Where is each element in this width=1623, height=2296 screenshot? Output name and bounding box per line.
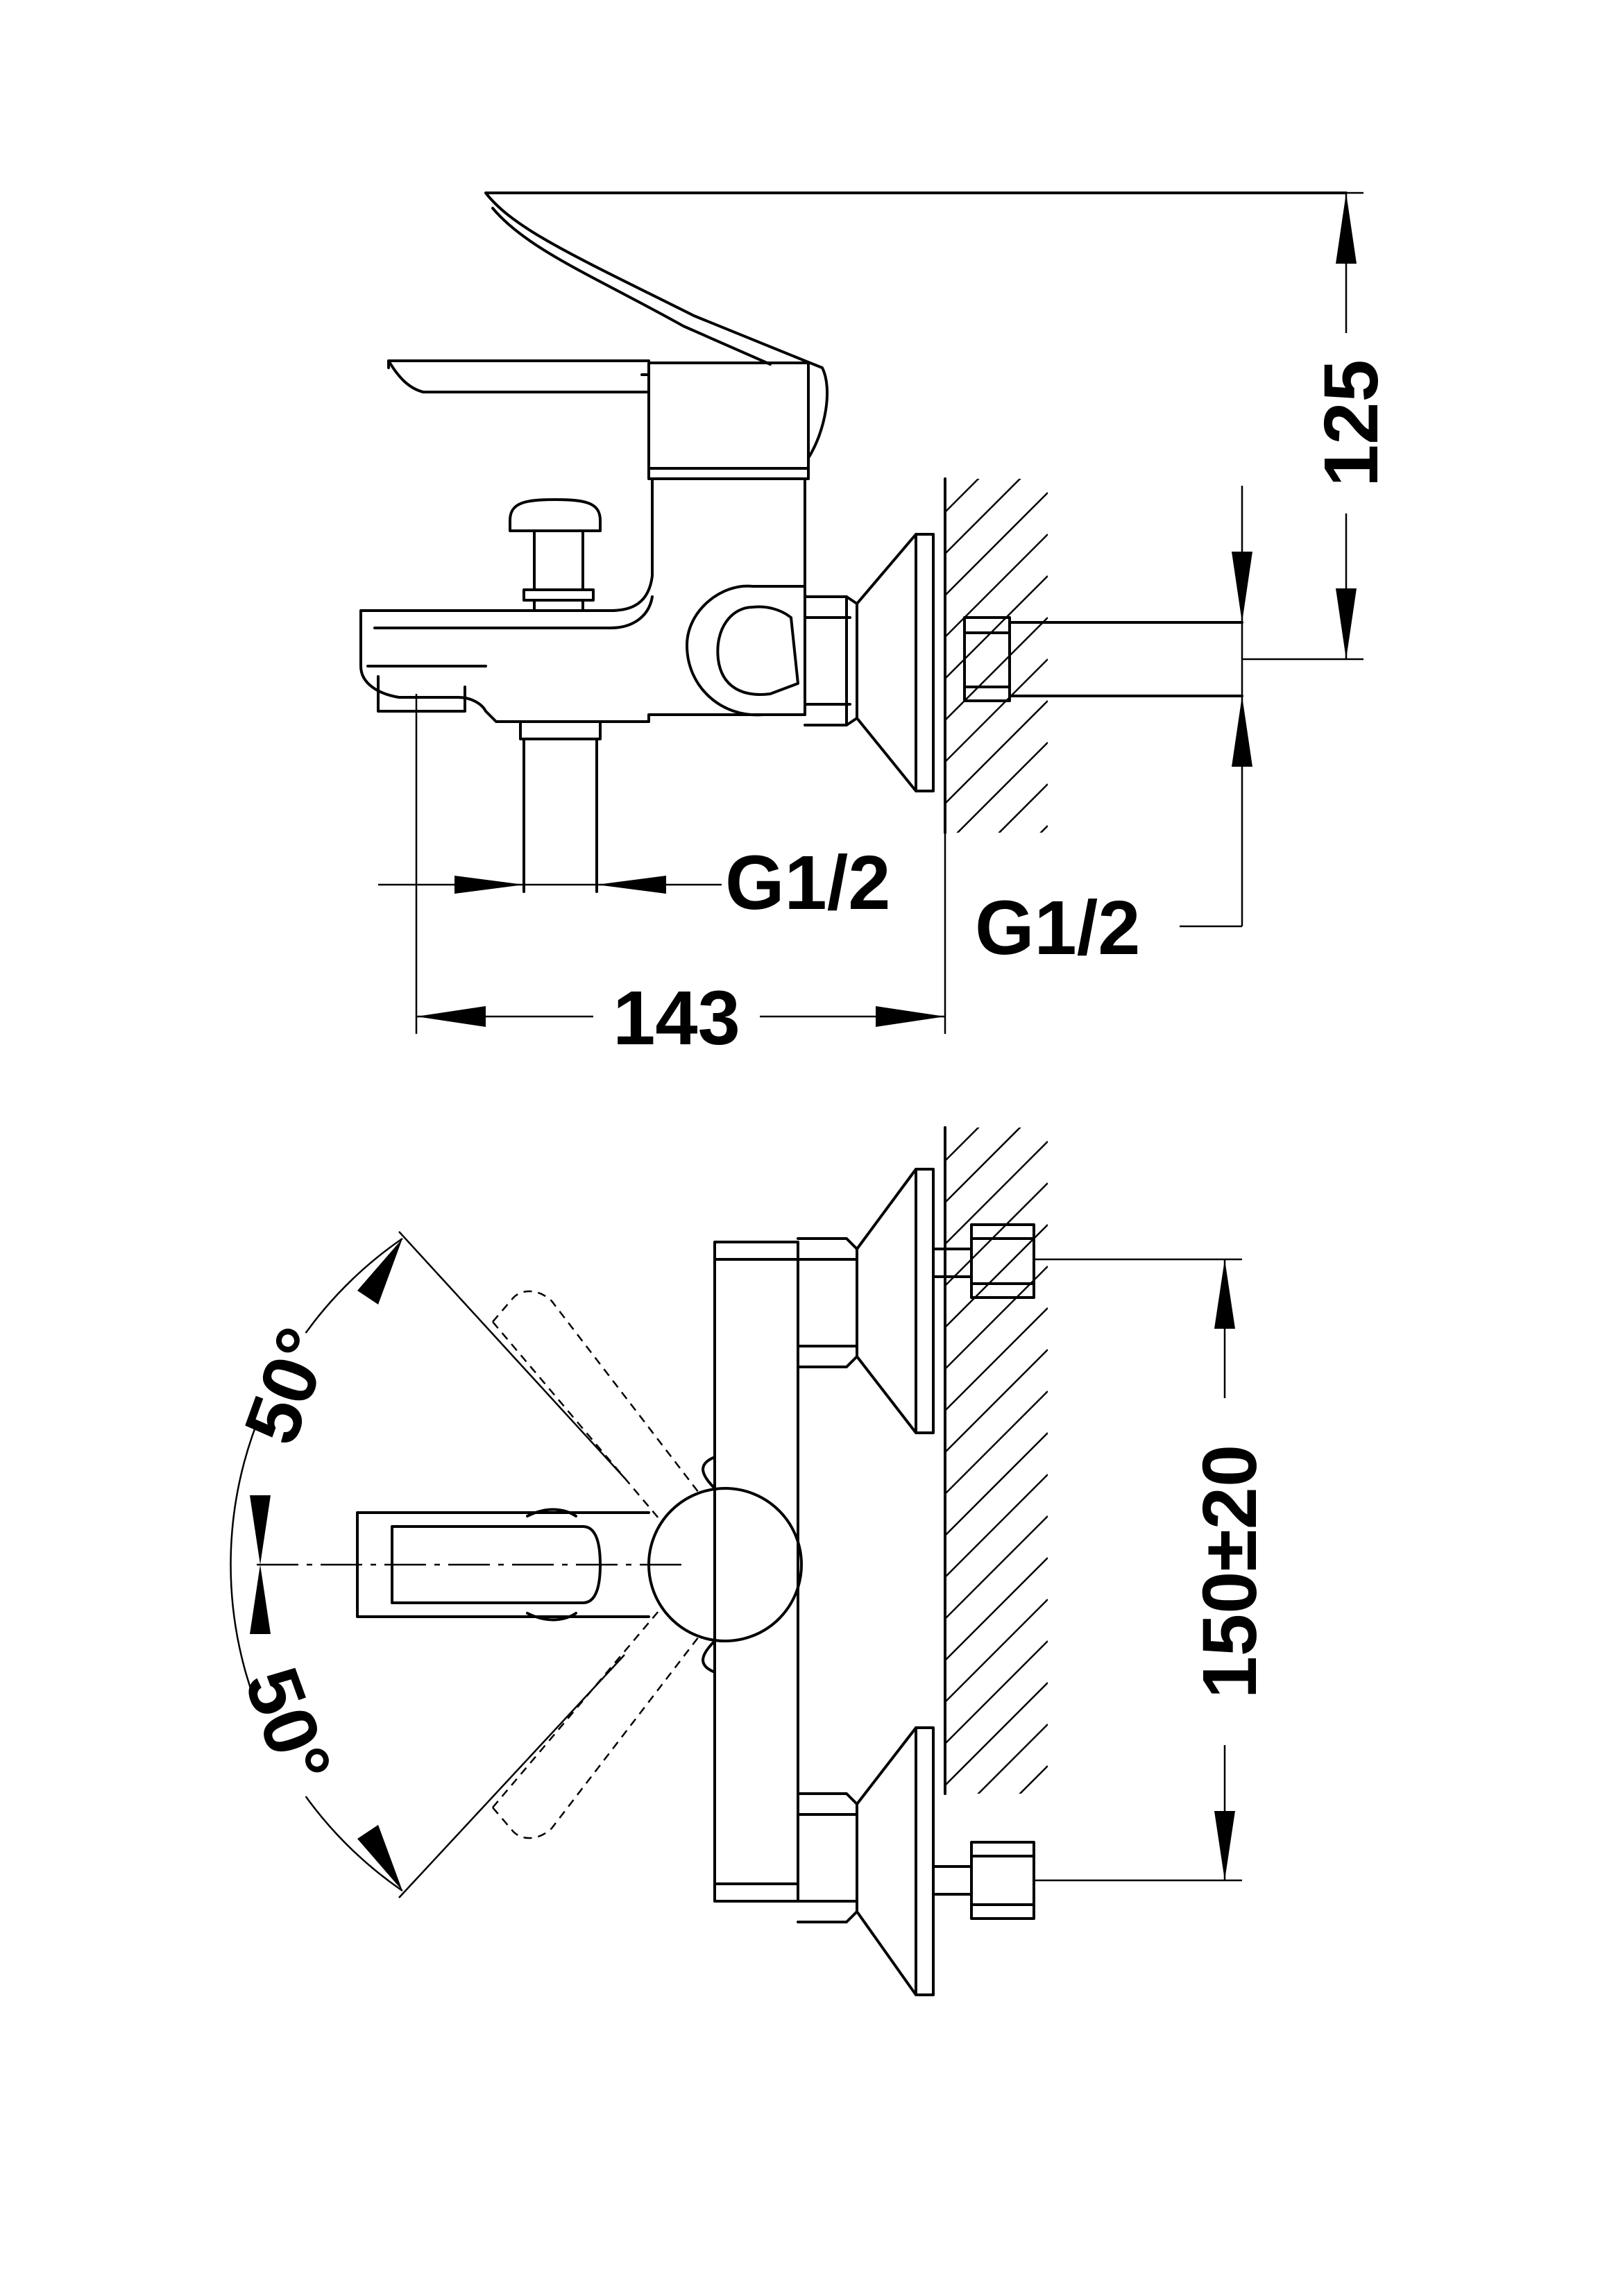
lower-pipe: [519, 720, 602, 893]
wall-pipe: [963, 616, 1243, 702]
lower-connector: [932, 1841, 1035, 1920]
dim-inlet-thread: G1/2: [975, 486, 1252, 971]
connection-nut: [804, 595, 858, 726]
lower-nut: [797, 1792, 858, 1923]
spout-thread-label: G1/2: [725, 840, 890, 926]
wall-hatching-top: [944, 1128, 1048, 1794]
body-bar: [713, 1241, 799, 1903]
diverter-knob: [509, 498, 602, 612]
top-view: 50° 50° 150±20: [198, 1126, 1273, 1996]
upper-escutcheon: [856, 1168, 935, 1434]
dim-125-label: 125: [1309, 359, 1394, 487]
body-cutout: [686, 584, 806, 717]
dim-150-label: 150±20: [1187, 1445, 1273, 1699]
angle-arc: [230, 1237, 403, 1892]
lever-rotated-up: [492, 1290, 702, 1524]
dim-150: 150±20: [1034, 1258, 1273, 1882]
dim-143: 143: [415, 694, 946, 1061]
spout-plate: [387, 359, 650, 393]
dim-143-label: 143: [613, 976, 740, 1061]
upper-connector: [932, 1223, 1035, 1299]
wall-hatching-side: [944, 479, 1048, 833]
lever-handle: [484, 192, 1348, 459]
escutcheon: [856, 533, 935, 792]
dim-125: 125: [1242, 192, 1394, 661]
inlet-thread-label: G1/2: [975, 885, 1140, 971]
dim-spout-thread: G1/2: [378, 840, 890, 926]
spout-outlet: [366, 665, 487, 713]
mixer-body: [359, 477, 806, 723]
upper-nut: [797, 1237, 858, 1368]
mixer-cap: [647, 362, 810, 480]
side-view: 125 G1/2 G1/2 143: [359, 192, 1394, 1061]
lower-escutcheon: [856, 1726, 935, 1996]
lever-rotated-down: [492, 1606, 702, 1839]
